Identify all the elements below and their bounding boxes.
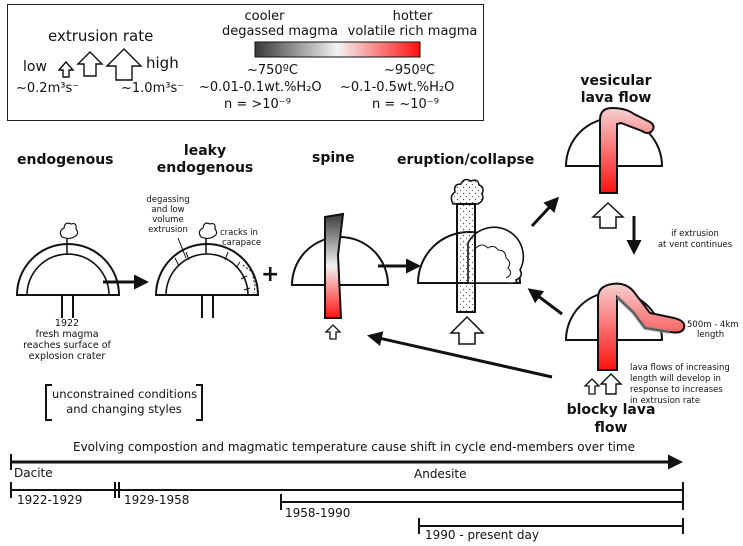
hot-n: n = ~10⁻⁹ — [372, 97, 439, 112]
timeline-title: Evolving compostion and magmatic tempera… — [73, 440, 635, 454]
medium-arrow-icon — [76, 51, 104, 77]
small-arrow-icon — [583, 378, 601, 395]
dacite-label: Dacite — [14, 466, 53, 480]
period-1922-1929: 1922-1929 — [17, 493, 83, 507]
cool-water: ~0.01-0.1wt.%H₂O — [199, 80, 322, 95]
large-arrow-icon — [591, 201, 625, 229]
degassing-line3: volume — [152, 215, 184, 225]
period-1990-present: 1990 - present day — [425, 528, 539, 542]
stage-endogenous: endogenous — [17, 152, 114, 168]
extrusion-rate-title: extrusion rate — [48, 27, 154, 45]
cool-temp: ~750ºC — [247, 63, 298, 78]
dome-eruption — [416, 178, 525, 345]
hotter-label: hotter — [392, 9, 433, 24]
medium-arrow-icon — [599, 373, 623, 395]
degassed-magma-label: degassed magma — [222, 24, 338, 39]
plus-sign: + — [261, 262, 280, 287]
flows-line4: in extrusion rate — [630, 396, 701, 406]
hot-temp: ~950ºC — [384, 63, 435, 78]
unconstrained-brackets — [45, 384, 203, 421]
cracks-line2: carapace — [222, 238, 262, 248]
fresh-magma-line2: fresh magma — [35, 329, 99, 340]
arrow-blocky-to-eruption — [527, 288, 563, 316]
fresh-magma-line3: reaches surface of — [23, 340, 111, 351]
temperature-gradient-bar — [254, 41, 421, 58]
dome-endogenous — [15, 222, 121, 318]
fresh-magma-year: 1922 — [54, 318, 80, 329]
legend-box — [7, 4, 484, 121]
stage-spine: spine — [312, 150, 355, 166]
dome-vesicular — [564, 106, 664, 229]
cracks-line1: cracks in — [220, 228, 258, 238]
flows-line2: length will develop in — [630, 374, 721, 384]
flows-line1: lava flows of increasing — [630, 363, 730, 373]
degassing-line1: degassing — [146, 195, 190, 205]
degassing-line2: and low — [151, 205, 185, 215]
stage-vesicular-line2: lava flow — [580, 90, 652, 106]
small-arrow-icon — [324, 324, 342, 340]
degassing-line4: extrusion — [148, 225, 188, 235]
fresh-magma-line4: explosion crater — [28, 351, 106, 362]
hot-water: ~0.1-0.5wt.%H₂O — [340, 80, 455, 95]
arrow-blocky-to-spine — [367, 331, 553, 379]
high-label: high — [146, 54, 179, 72]
andesite-label: Andesite — [414, 467, 467, 481]
large-arrow-icon — [105, 48, 143, 81]
stage-blocky-line2: flow — [594, 420, 628, 436]
low-value: ~0.2m³s⁻ — [16, 81, 80, 96]
volatile-rich-label: volatile rich magma — [347, 24, 478, 39]
cool-n: n = >10⁻⁹ — [224, 97, 291, 112]
unconstrained-line1: unconstrained conditions — [52, 387, 198, 401]
stage-vesicular-line1: vesicular — [580, 73, 652, 89]
dome-blocky — [564, 282, 686, 395]
cooler-label: cooler — [244, 9, 285, 24]
dome-leaky — [154, 222, 260, 318]
stage-blocky-line1: blocky lava — [566, 402, 656, 418]
timeline — [10, 454, 684, 534]
period-1929-1958: 1929-1958 — [124, 493, 190, 507]
period-1958-1990: 1958-1990 — [285, 506, 351, 520]
small-arrow-icon — [57, 60, 75, 78]
stage-eruption: eruption/collapse — [397, 152, 535, 168]
flows-line3: response to increases — [630, 385, 723, 395]
unconstrained-line2: and changing styles — [66, 402, 182, 416]
extrusion-rate-arrows — [57, 48, 143, 81]
arrow-eruption-to-vesicular — [530, 196, 560, 228]
if-extrusion-line1: if extrusion — [671, 229, 719, 239]
length-line2: length — [697, 330, 725, 340]
if-extrusion-line2: at vent continues — [657, 240, 733, 250]
large-arrow-icon — [449, 315, 485, 345]
stage-leaky-line2: endogenous — [156, 160, 254, 176]
stage-leaky-line1: leaky — [183, 143, 227, 159]
dome-spine — [290, 212, 390, 340]
length-line1: 500m - 4km — [687, 320, 739, 330]
low-label: low — [23, 59, 47, 75]
high-value: ~1.0m³s⁻ — [121, 81, 185, 96]
